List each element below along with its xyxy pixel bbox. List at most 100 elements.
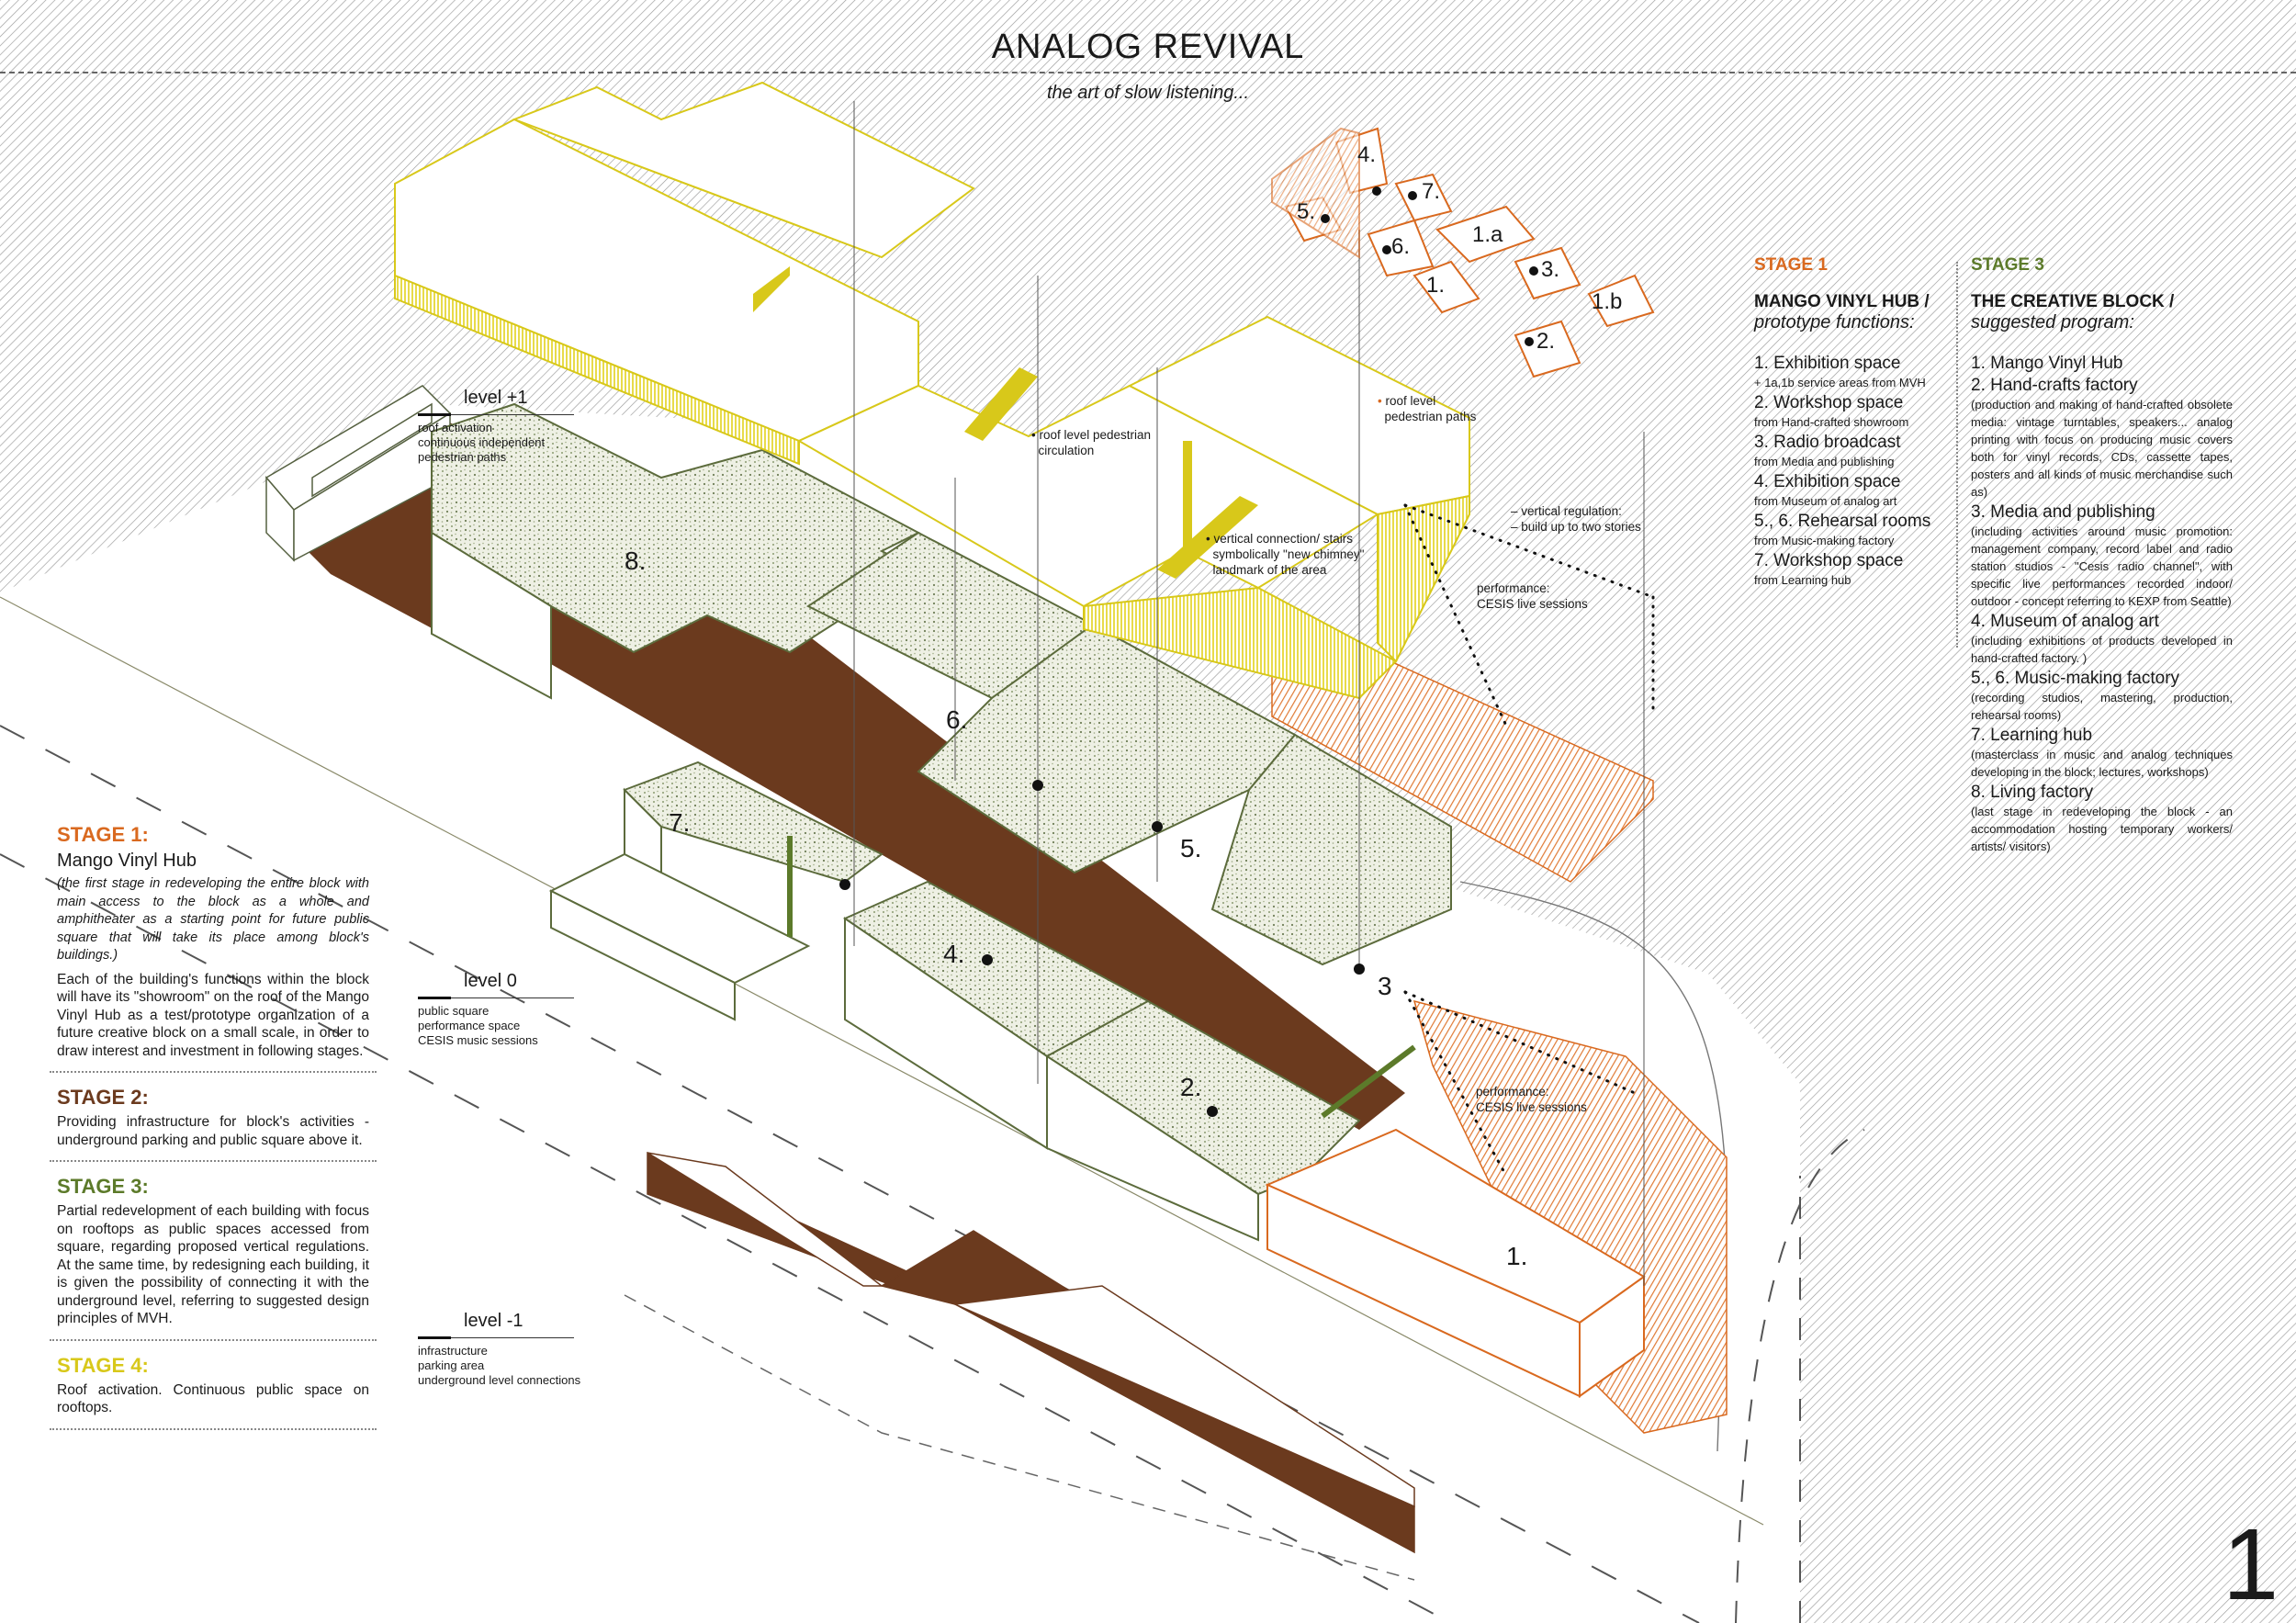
program-item-note: from Hand-crafted showroom	[1754, 415, 1909, 429]
underground-level	[624, 1151, 1415, 1581]
building-number-5: 5.	[1180, 834, 1202, 862]
building-number-4: 4.	[943, 940, 965, 968]
building-number-2: 2.	[1180, 1073, 1202, 1101]
mango-vinyl-hub-building	[1265, 1128, 1646, 1398]
block-heading: THE CREATIVE BLOCK /	[1971, 292, 2175, 311]
projection-lines	[853, 101, 1645, 1286]
annotation-line: performance:	[1477, 581, 1550, 595]
column-divider	[1956, 262, 1958, 648]
hub-module-2: 2.	[1536, 329, 1556, 354]
road-lines	[0, 596, 1865, 1623]
building-8	[264, 385, 452, 562]
building-2-wall	[1046, 1054, 1259, 1242]
divider	[50, 1338, 377, 1341]
creative-block-column: STAGE 3 THE CREATIVE BLOCK / suggested p…	[1971, 255, 2233, 855]
level-plus-1-legend: level +1 roof activation continuous inde…	[418, 388, 574, 465]
annotation-vertical-connection: • vertical connection/ stairs symbolical…	[1206, 532, 1365, 577]
program-item-note: (production and making of hand-crafted o…	[1971, 398, 2233, 499]
stage-4-text: Roof activation. Continuous public space…	[57, 1381, 369, 1416]
building-6-wall	[431, 531, 552, 700]
annotation-line: vertical connection/ stairs	[1213, 532, 1354, 546]
mvh-heading: MANGO VINYL HUB /	[1754, 292, 1930, 311]
level-label: level -1	[464, 1311, 523, 1331]
program-item-title: 2. Workshop space	[1754, 393, 1904, 412]
program-item-title: 3. Radio broadcast	[1754, 433, 1901, 452]
level-label: level 0	[464, 971, 517, 991]
program-item-title: 2. Hand-crafts factory	[1971, 376, 2138, 395]
building-number-8: 8.	[625, 547, 647, 575]
annotation-vertical-regulation: – vertical regulation:– build up to two …	[1511, 504, 1641, 534]
level-line: public square	[418, 1004, 490, 1018]
level-line: pedestrian paths	[418, 450, 507, 464]
poster-subtitle: the art of slow listening...	[1046, 83, 1250, 103]
stage-3-text: Partial redevelopment of each building w…	[57, 1203, 369, 1326]
program-item-note: from Learning hub	[1754, 573, 1851, 587]
hub-module-1: 1.	[1426, 273, 1446, 298]
program-item-note: (including activities around music promo…	[1971, 524, 2233, 608]
program-item-title: 7. Learning hub	[1971, 726, 2093, 745]
hub-module-5: 5.	[1297, 199, 1316, 224]
program-item-title: 7. Workshop space	[1754, 551, 1904, 570]
building-3-roof	[1210, 733, 1452, 966]
stage-1-text: Each of the building's functions within …	[57, 971, 369, 1059]
stage-1-name: Mango Vinyl Hub	[57, 851, 197, 871]
program-item-title: 1. Mango Vinyl Hub	[1971, 354, 2123, 373]
program-item-title: 5., 6. Music-making factory	[1971, 669, 2180, 688]
hub-module-7: 7.	[1422, 179, 1441, 204]
divider	[50, 1160, 377, 1162]
program-item-note: (recording studios, mastering, productio…	[1971, 691, 2233, 722]
title-divider	[0, 72, 2296, 73]
annotation-line: build up to two stories	[1521, 520, 1641, 534]
level-label: level +1	[464, 388, 528, 408]
annotation-line: circulation	[1038, 444, 1095, 457]
program-item-title: 5., 6. Rehearsal rooms	[1754, 512, 1931, 531]
green-stairs	[787, 836, 1416, 1119]
program-item-note: from Museum of analog art	[1754, 494, 1897, 508]
annotation-performance-lower: performance:CESIS live sessions	[1476, 1084, 1587, 1115]
stages-panel: STAGE 1: Mango Vinyl Hub (the first stag…	[50, 823, 377, 1443]
program-item-title: 1. Exhibition space	[1754, 354, 1901, 373]
level-0-legend: level 0 public square performance space …	[418, 971, 574, 1048]
hub-module-1a: 1.a	[1472, 222, 1503, 247]
level-line: roof activation	[418, 421, 492, 434]
level-line: parking area	[418, 1358, 485, 1372]
divider	[50, 1427, 377, 1430]
building-7-low-wall	[550, 889, 736, 1021]
hub-module-4: 4.	[1357, 142, 1377, 167]
level-minus-1-legend: level -1 infrastructure parking area und…	[418, 1311, 602, 1388]
stage-4-title: STAGE 4:	[57, 1353, 149, 1377]
level-line: CESIS music sessions	[418, 1033, 538, 1047]
yellow-stairs	[753, 266, 1258, 579]
mvh-stage-label: STAGE 1	[1754, 255, 1828, 275]
program-item-title: 3. Media and publishing	[1971, 502, 2155, 522]
annotation-performance-upper: performance:CESIS live sessions	[1477, 580, 1588, 612]
program-item-note: (including exhibitions of products devel…	[1971, 634, 2233, 665]
stage-1-note: (the first stage in redeveloping the ent…	[57, 876, 369, 963]
annotation-line: performance:	[1476, 1085, 1549, 1099]
stage-1-title: STAGE 1:	[57, 823, 149, 846]
annotation-line: landmark of the area	[1212, 563, 1327, 577]
program-item-note: from Music-making factory	[1754, 534, 1895, 547]
program-item-title: 8. Living factory	[1971, 783, 2094, 802]
annotation-line: symbolically "new chimney"	[1212, 547, 1365, 561]
annotation-line: roof level	[1385, 394, 1436, 408]
building-number-7: 7.	[669, 808, 691, 837]
building-number-1: 1.	[1506, 1242, 1528, 1270]
program-item-note: from Media and publishing	[1754, 455, 1895, 468]
block-program-list: 1. Mango Vinyl Hub 2. Hand-crafts factory…	[1971, 354, 2233, 855]
hub-module-6: 6.	[1391, 234, 1411, 259]
block-stage-label: STAGE 3	[1971, 255, 2044, 275]
mvh-modules	[1271, 127, 1655, 378]
annotation-line: pedestrian paths	[1384, 410, 1477, 423]
program-item-note: (last stage in redeveloping the block - …	[1971, 805, 2233, 853]
program-item-note: + 1a,1b service areas from MVH	[1754, 376, 1926, 389]
poster-title: ANALOG REVIVAL	[991, 28, 1305, 66]
annotation-line: CESIS live sessions	[1476, 1100, 1587, 1114]
amphitheater	[1412, 999, 1728, 1434]
annotation-roof-paths: • roof level pedestrian paths	[1378, 394, 1477, 423]
stage-2-text: Providing infrastructure for block's act…	[57, 1114, 369, 1148]
level-line: underground level connections	[418, 1373, 581, 1387]
program-item-title: 4. Exhibition space	[1754, 472, 1901, 491]
level-line: continuous independent	[418, 435, 546, 449]
program-item-note: (masterclass in music and analog techniq…	[1971, 748, 2233, 779]
